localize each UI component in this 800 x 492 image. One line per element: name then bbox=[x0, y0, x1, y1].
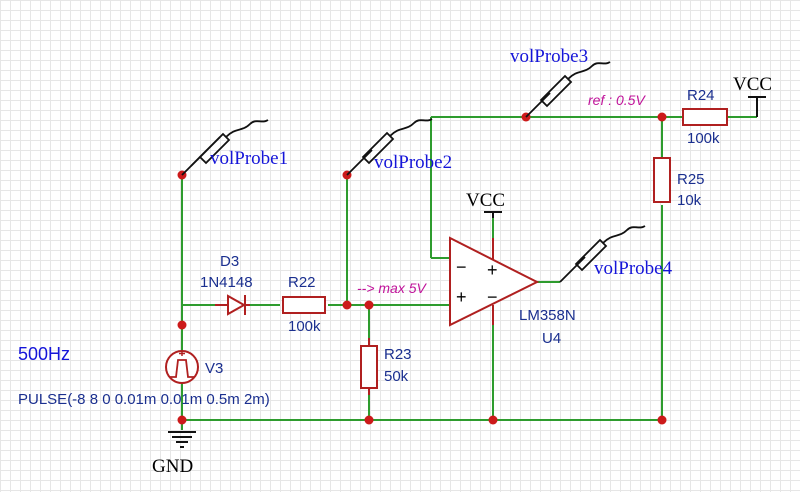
r25-ref: R25 bbox=[677, 171, 705, 188]
probe2-label: volProbe2 bbox=[374, 152, 452, 173]
junction-dot bbox=[364, 415, 374, 425]
r23-value: 50k bbox=[384, 368, 409, 385]
probe1-label: volProbe1 bbox=[210, 148, 288, 169]
resistor-r22[interactable] bbox=[282, 296, 326, 314]
junction-dot bbox=[177, 415, 187, 425]
r24-ref: R24 bbox=[687, 87, 715, 104]
r23-ref: R23 bbox=[384, 346, 412, 363]
junction-dot bbox=[342, 300, 352, 310]
v3-ref: V3 bbox=[205, 360, 223, 377]
probe3-label: volProbe3 bbox=[510, 46, 588, 67]
v3-value: PULSE(-8 8 0 0.01m 0.01m 0.5m 2m) bbox=[18, 391, 270, 408]
probe2-icon[interactable] bbox=[346, 118, 433, 176]
d3-value: 1N4148 bbox=[200, 274, 253, 291]
junction-dot bbox=[177, 320, 187, 330]
u4-ref: U4 bbox=[542, 330, 561, 347]
junction-dot bbox=[488, 415, 498, 425]
u4-value: LM358N bbox=[519, 307, 576, 324]
diode-d3[interactable] bbox=[215, 294, 250, 316]
r22-value: 100k bbox=[288, 318, 321, 335]
wires bbox=[181, 116, 757, 430]
junction-dot bbox=[657, 415, 667, 425]
ground-symbol bbox=[168, 431, 196, 448]
junction-dot bbox=[364, 300, 374, 310]
probe1-icon[interactable] bbox=[181, 119, 269, 176]
opamp-plus-sign: + bbox=[456, 287, 467, 307]
probe3-icon[interactable] bbox=[525, 61, 611, 118]
r25-value: 10k bbox=[677, 192, 702, 209]
vcc-label-opamp: VCC bbox=[466, 190, 505, 211]
opamp-u4[interactable] bbox=[449, 236, 540, 327]
opamp-minus-sign: − bbox=[456, 257, 467, 277]
gnd-label: GND bbox=[152, 456, 193, 477]
resistor-r25[interactable] bbox=[653, 157, 671, 203]
probe4-label: volProbe4 bbox=[594, 258, 673, 279]
r24-value: 100k bbox=[687, 130, 720, 147]
vcc-symbol-opamp bbox=[484, 211, 502, 218]
probe4-icon[interactable] bbox=[559, 225, 646, 283]
max-voltage-note: --> max 5V bbox=[357, 280, 428, 296]
frequency-note: 500Hz bbox=[18, 344, 70, 364]
opamp-vplus-sign: + bbox=[487, 260, 498, 280]
pulse-source-v3[interactable] bbox=[165, 350, 199, 384]
d3-ref: D3 bbox=[220, 253, 239, 270]
junction-dot bbox=[657, 112, 667, 122]
opamp-vminus-sign: − bbox=[487, 287, 498, 307]
resistor-r24[interactable] bbox=[682, 108, 728, 126]
resistor-r23[interactable] bbox=[360, 338, 378, 395]
reference-voltage-note: ref : 0.5V bbox=[588, 92, 646, 108]
vcc-symbol-top bbox=[748, 96, 766, 117]
vcc-label-top: VCC bbox=[733, 74, 772, 95]
r22-ref: R22 bbox=[288, 274, 316, 291]
